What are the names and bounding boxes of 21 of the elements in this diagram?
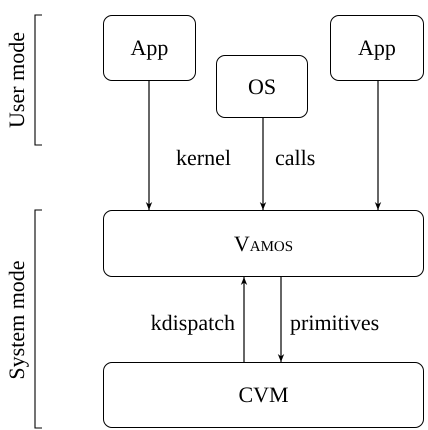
process-box	[103, 210, 424, 277]
process-box	[330, 15, 424, 81]
edge-label: primitives	[290, 312, 380, 334]
arrow	[374, 81, 382, 210]
node-label: OS	[248, 74, 276, 100]
node-label: App	[130, 35, 168, 61]
process-box	[103, 15, 196, 81]
text-label: calls	[275, 147, 316, 169]
edge-label: kdispatch	[150, 312, 235, 334]
process-box	[103, 362, 424, 428]
arrow	[260, 118, 266, 210]
arrow	[146, 81, 152, 210]
mode-label: System mode	[6, 260, 28, 380]
process-box	[216, 55, 308, 118]
text-label: kernel	[176, 147, 231, 169]
node-label: App	[358, 35, 396, 61]
arrow	[278, 277, 284, 362]
mode-label: User mode	[6, 32, 28, 128]
node-label: Vamos	[234, 230, 294, 256]
node-label: CVM	[238, 382, 289, 408]
arrow	[240, 277, 248, 362]
